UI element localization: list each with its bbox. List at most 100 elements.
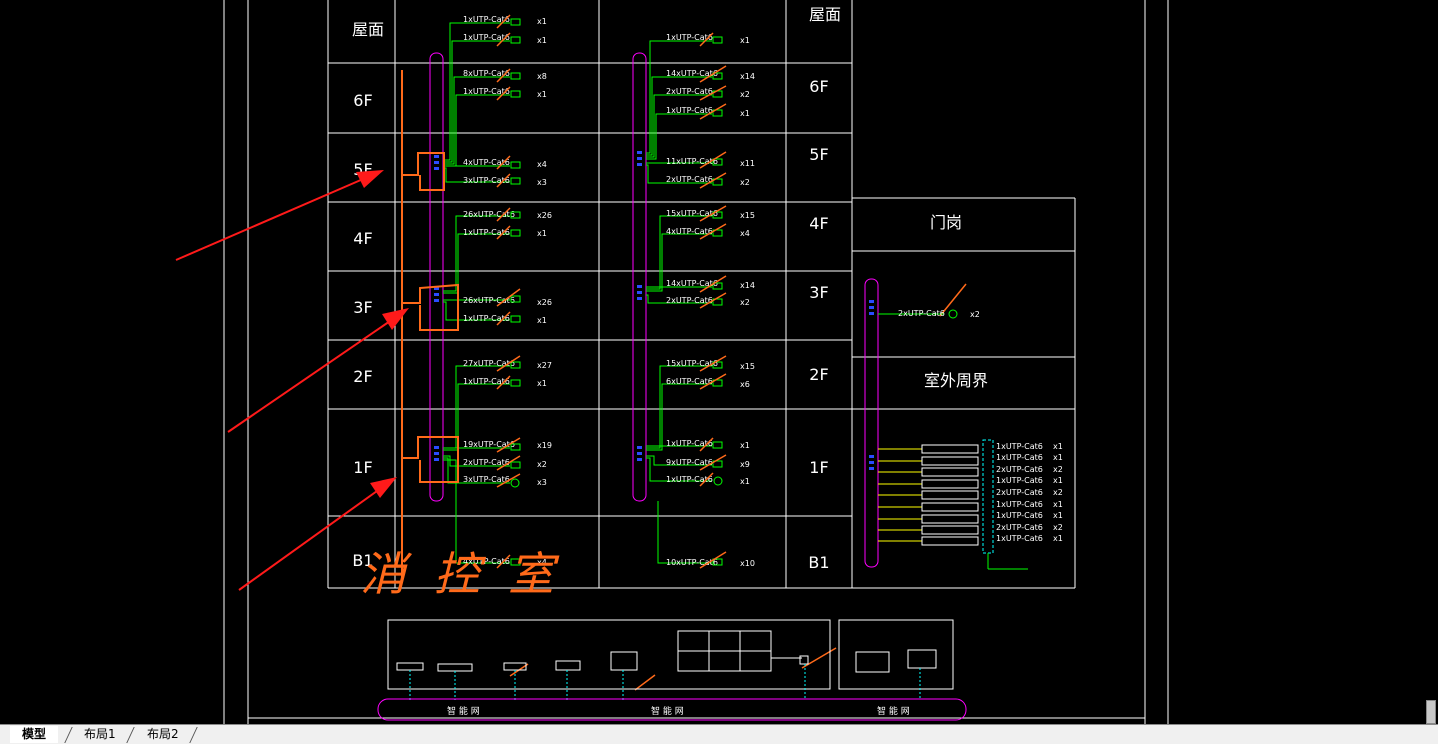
cable-label: 1xUTP-Cat6 — [463, 377, 510, 386]
vertical-scrollbar[interactable] — [1426, 700, 1436, 724]
cable-label: 15xUTP-Cat6 — [666, 209, 718, 218]
cable-qty: x3 — [537, 478, 547, 487]
cable-qty: x11 — [740, 159, 755, 168]
workstation-icon — [907, 649, 937, 669]
camera-icons — [510, 18, 723, 566]
cable-qty: x3 — [537, 178, 547, 187]
cable-label: 3xUTP-Cat6 — [463, 176, 510, 185]
cable-label: 15xUTP-Cat6 — [666, 359, 718, 368]
floor-label-6f: 6F — [353, 91, 372, 110]
riser-pipes — [429, 52, 879, 568]
bus-label: 智 能 网 — [447, 705, 480, 717]
server-device — [396, 662, 424, 671]
camera-icon — [712, 379, 723, 387]
layout-tab-bar: 模型 布局1 布局2 — [0, 724, 1438, 744]
dome-camera-icon — [510, 478, 520, 488]
cable-qty: x4 — [537, 160, 547, 169]
camera-icon — [510, 295, 521, 303]
cable-label: 1xUTP-Cat6 — [666, 106, 713, 115]
cable-qty: x1 — [1053, 453, 1063, 462]
cable-qty: x4 — [740, 229, 750, 238]
camera-icon — [712, 178, 723, 186]
floor-label-b1-right: B1 — [808, 553, 829, 572]
camera-icon — [712, 441, 723, 449]
cable-label: 14xUTP-Cat6 — [666, 69, 718, 78]
cable-labels-col-a: 1xUTP-Cat6 x1 1xUTP-Cat6 x1 8xUTP-Cat6 x… — [463, 15, 552, 567]
tab-layout2[interactable]: 布局2 — [147, 727, 179, 741]
floor-label-roof: 屋面 — [352, 20, 384, 39]
switch-markers — [434, 151, 874, 470]
storage-device — [437, 663, 473, 672]
sheet-border — [223, 0, 1169, 724]
cable-label: 2xUTP-Cat6 — [996, 465, 1043, 474]
camera-icon — [712, 229, 723, 237]
camera-icon — [510, 361, 521, 369]
tab-layout1[interactable]: 布局1 — [84, 727, 116, 741]
floor-label-3f-right: 3F — [809, 283, 828, 302]
cable-qty: x2 — [740, 298, 750, 307]
control-room-links — [409, 664, 921, 700]
camera-icon — [712, 72, 723, 80]
camera-icon — [510, 36, 521, 44]
cable-label: 27xUTP-Cat6 — [463, 359, 515, 368]
camera-icon — [712, 298, 723, 306]
riser-table-grid — [327, 0, 1076, 589]
dome-camera-icon — [948, 309, 958, 319]
cable-labels-col-b: 1xUTP-Cat6 x1 14xUTP-Cat6 x14 2xUTP-Cat6… — [666, 33, 755, 568]
camera-icon — [712, 361, 723, 369]
cable-qty: x9 — [740, 460, 750, 469]
cable-label: 1xUTP-Cat6 — [666, 439, 713, 448]
camera-icon — [510, 211, 521, 219]
camera-icon — [712, 282, 723, 290]
cable-label: 19xUTP-Cat6 — [463, 440, 515, 449]
cable-label: 4xUTP-Cat6 — [463, 557, 510, 566]
floor-label-4f: 4F — [353, 229, 372, 248]
floor-label-6f-right: 6F — [809, 77, 828, 96]
cable-qty: x1 — [1053, 476, 1063, 485]
cable-qty: x2 — [740, 178, 750, 187]
cable-label: 3xUTP-Cat6 — [463, 475, 510, 484]
floor-label-b1: B1 — [352, 551, 373, 570]
cable-label: 8xUTP-Cat6 — [463, 69, 510, 78]
cable-qty: x14 — [740, 72, 755, 81]
camera-icon — [510, 72, 521, 80]
floor-label-4f-right: 4F — [809, 214, 828, 233]
cable-label: 1xUTP-Cat6 — [463, 33, 510, 42]
cable-qty: x1 — [740, 477, 750, 486]
cable-label: 26xUTP-Cat6 — [463, 296, 515, 305]
riser-c — [864, 278, 879, 568]
cable-qty: x1 — [1053, 511, 1063, 520]
camera-icon — [510, 18, 521, 26]
floor-label-2f: 2F — [353, 367, 372, 386]
floor-label-3f: 3F — [353, 298, 372, 317]
riser-b — [632, 52, 647, 502]
orange-tick-marks — [496, 14, 967, 691]
cable-qty: x26 — [537, 298, 552, 307]
cable-qty: x15 — [740, 362, 755, 371]
floor-label-1f: 1F — [353, 458, 372, 477]
cad-drawing-canvas[interactable]: 屋面 6F 5F 4F 3F 2F 1F B1 屋面 6F 5F 4F 3F 2… — [0, 0, 1438, 724]
tab-model[interactable]: 模型 — [10, 726, 59, 743]
cable-label: 26xUTP-Cat6 — [463, 210, 515, 219]
camera-icon — [712, 558, 723, 566]
cable-label: 2xUTP-Cat6 — [463, 458, 510, 467]
cable-label: 2xUTP-Cat6 — [666, 175, 713, 184]
cable-qty: x6 — [740, 380, 750, 389]
decoder-device — [555, 660, 581, 671]
cable-qty: x1 — [537, 17, 547, 26]
cable-label: 4xUTP-Cat6 — [463, 158, 510, 167]
camera-icon — [712, 36, 723, 44]
cable-qty: x1 — [740, 36, 750, 45]
cable-qty: x1 — [1053, 442, 1063, 451]
cable-label: 1xUTP-Cat6 — [463, 87, 510, 96]
cable-label: 2xUTP-Cat6 — [666, 296, 713, 305]
cable-qty: x15 — [740, 211, 755, 220]
perimeter-cable-labels: 1xUTP-Cat6 x1 1xUTP-Cat6 x1 2xUTP-Cat6 x… — [996, 442, 1063, 543]
cable-qty: x1 — [537, 316, 547, 325]
camera-icon — [510, 229, 521, 237]
feeders-col-b — [646, 40, 712, 564]
camera-icon — [510, 90, 521, 98]
cable-qty: x1 — [1053, 534, 1063, 543]
floor-labels-right: 屋面 6F 5F 4F 3F 2F 1F B1 — [808, 5, 841, 572]
cable-qty: x1 — [537, 379, 547, 388]
